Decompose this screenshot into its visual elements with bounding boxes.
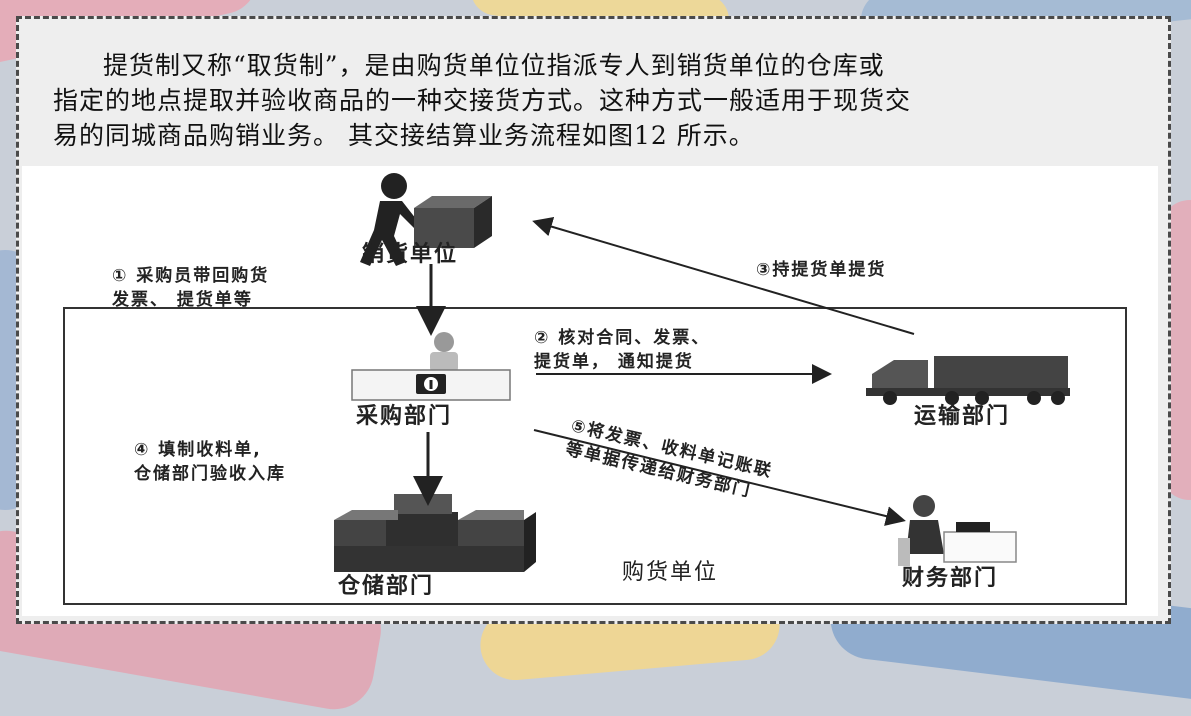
step4-label: ④ 填制收料单, 仓储部门验收入库 [134, 438, 286, 486]
arrow-step5 [533, 429, 906, 526]
intro-line: 指定的地点提取并验收商品的一种交接货方式。这种方式一般适用于现货交 [53, 86, 912, 115]
transport-label: 运输部门 [914, 404, 1011, 429]
buyer-unit-label: 购货单位 [622, 560, 719, 585]
diagram-graphics [63, 173, 1127, 605]
step4-line: ④ 填制收料单, [134, 440, 262, 460]
step2-label: ② 核对合同、发票、 提货单， 通知提货 [534, 326, 710, 374]
warehouse-boxes-icon [334, 494, 536, 572]
step4-line: 仓储部门验收入库 [134, 464, 286, 484]
step1-line: ① 采购员带回购货 [112, 266, 270, 286]
finance-person-icon [898, 495, 1017, 566]
buyer-unit-boundary [63, 307, 1127, 605]
step2-line: ② 核对合同、发票、 [534, 328, 711, 348]
step1-line: 发票、 提货单等 [112, 290, 253, 310]
seller-label: 销货单位 [362, 242, 459, 267]
step2-line: 提货单， 通知提货 [534, 352, 694, 372]
seller-person-icon [360, 173, 492, 266]
step3-label: ③持提货单提货 [756, 260, 887, 280]
transport-truck-icon [866, 356, 1070, 405]
finance-label: 财务部门 [902, 566, 999, 591]
intro-line: 提货制又称“取货制”，是由购货单位位指派专人到销货单位的仓库或 [103, 51, 885, 80]
purchasing-desk-icon [351, 332, 511, 401]
warehouse-label: 仓储部门 [338, 574, 435, 599]
intro-line: 易的同城商品购销业务。 其交接结算业务流程如图12 所示。 [53, 121, 755, 150]
flow-diagram: 销货单位 采购部门 运输部门 仓储部门 财务部门 购货单位 ① 采购员带回购货 … [22, 166, 1158, 616]
purchasing-label: 采购部门 [356, 404, 453, 429]
intro-paragraph: 提货制又称“取货制”，是由购货单位位指派专人到销货单位的仓库或 指定的地点提取并… [53, 48, 1113, 153]
arrow-step3 [532, 216, 915, 335]
step1-label: ① 采购员带回购货 发票、 提货单等 [112, 264, 269, 312]
